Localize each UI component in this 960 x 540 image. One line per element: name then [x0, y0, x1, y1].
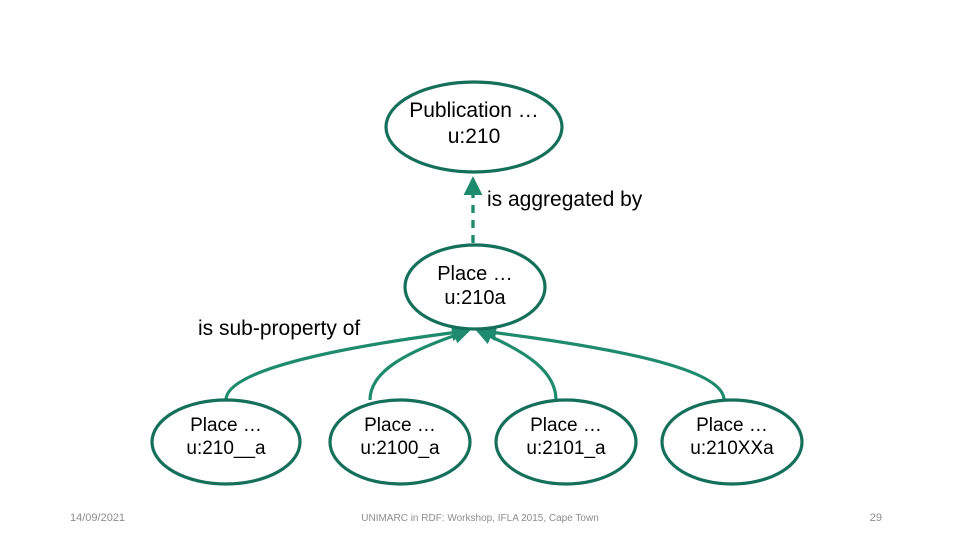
edge-sub-property-leaf-3	[479, 324, 726, 401]
edge-label-is-sub-property-of: is sub-property of	[198, 317, 361, 340]
node-leaf-0-ellipse	[150, 398, 302, 486]
node-publication-ellipse	[384, 80, 564, 174]
edge-group-sub-property-of	[224, 324, 726, 401]
slide-footer: 14/09/2021 UNIMARC in RDF: Workshop, IFL…	[0, 504, 960, 540]
edge-label-is-aggregated-by: is aggregated by	[487, 188, 643, 211]
edge-sub-property-leaf-0	[224, 324, 469, 401]
footer-page-number: 29	[869, 512, 882, 524]
edge-sub-property-leaf-1	[368, 327, 471, 401]
footer-title: UNIMARC in RDF: Workshop, IFLA 2015, Cap…	[361, 513, 599, 524]
node-place-parent-ellipse	[403, 243, 547, 331]
node-leaf-3-ellipse	[660, 398, 804, 486]
node-leaf-2-ellipse	[494, 398, 638, 486]
footer-date: 14/09/2021	[70, 512, 126, 524]
edge-sub-property-leaf-2	[475, 328, 558, 401]
node-leaf-1-ellipse	[328, 398, 472, 486]
